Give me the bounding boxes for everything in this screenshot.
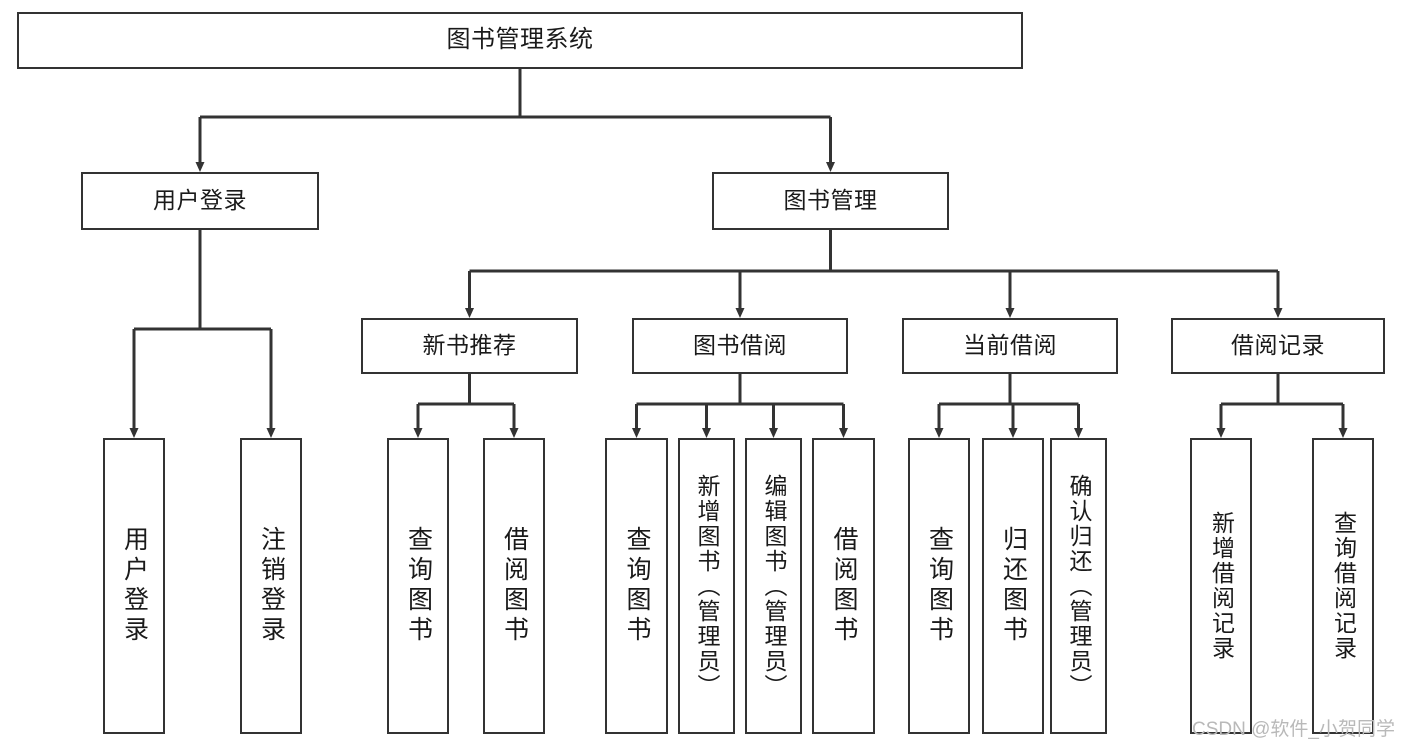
node-label: 用户登录 xyxy=(120,526,149,646)
node-book-manage[interactable]: 图书管理 xyxy=(712,172,949,230)
node-leaf-query-record[interactable]: 查询借阅记录 xyxy=(1312,438,1374,734)
node-leaf-query-book-2[interactable]: 查询图书 xyxy=(605,438,668,734)
node-label: 用户登录 xyxy=(153,187,247,214)
node-leaf-borrow-book-1[interactable]: 借阅图书 xyxy=(483,438,545,734)
node-leaf-edit-book[interactable]: 编辑图书（管理员） xyxy=(745,438,802,734)
node-label: 查询图书 xyxy=(925,526,954,646)
node-book-borrow[interactable]: 图书借阅 xyxy=(632,318,848,374)
node-user-login[interactable]: 用户登录 xyxy=(81,172,319,230)
node-root[interactable]: 图书管理系统 xyxy=(17,12,1023,69)
csdn-watermark: CSDN @软件_小贺同学 xyxy=(1192,719,1395,740)
node-leaf-add-record[interactable]: 新增借阅记录 xyxy=(1190,438,1252,734)
node-leaf-borrow-book-2[interactable]: 借阅图书 xyxy=(812,438,875,734)
node-label: 新增图书（管理员） xyxy=(694,473,720,699)
node-label: 确认归还（管理员） xyxy=(1066,473,1092,699)
node-leaf-confirm-return[interactable]: 确认归还（管理员） xyxy=(1050,438,1107,734)
node-leaf-user-login[interactable]: 用户登录 xyxy=(103,438,165,734)
node-label: 查询图书 xyxy=(404,526,433,646)
node-borrow-record[interactable]: 借阅记录 xyxy=(1171,318,1385,374)
node-label: 图书借阅 xyxy=(693,332,787,359)
node-leaf-add-book[interactable]: 新增图书（管理员） xyxy=(678,438,735,734)
node-current-borrow[interactable]: 当前借阅 xyxy=(902,318,1118,374)
node-leaf-query-book-1[interactable]: 查询图书 xyxy=(387,438,449,734)
node-label: 借阅图书 xyxy=(830,526,858,646)
node-label: 归还图书 xyxy=(999,526,1028,646)
node-label: 查询图书 xyxy=(623,526,651,646)
node-label: 借阅记录 xyxy=(1231,332,1325,359)
node-label: 当前借阅 xyxy=(963,332,1057,359)
node-label: 图书管理系统 xyxy=(446,26,594,54)
node-label: 图书管理 xyxy=(783,187,878,214)
node-leaf-return-book[interactable]: 归还图书 xyxy=(982,438,1044,734)
node-label: 注销登录 xyxy=(257,526,286,646)
node-label: 编辑图书（管理员） xyxy=(761,473,787,699)
node-label: 新增借阅记录 xyxy=(1208,511,1235,661)
node-leaf-user-logout[interactable]: 注销登录 xyxy=(240,438,302,734)
node-new-book-rec[interactable]: 新书推荐 xyxy=(361,318,578,374)
node-leaf-query-book-3[interactable]: 查询图书 xyxy=(908,438,970,734)
node-label: 新书推荐 xyxy=(422,332,517,359)
node-label: 借阅图书 xyxy=(500,526,529,646)
node-label: 查询借阅记录 xyxy=(1330,511,1357,661)
